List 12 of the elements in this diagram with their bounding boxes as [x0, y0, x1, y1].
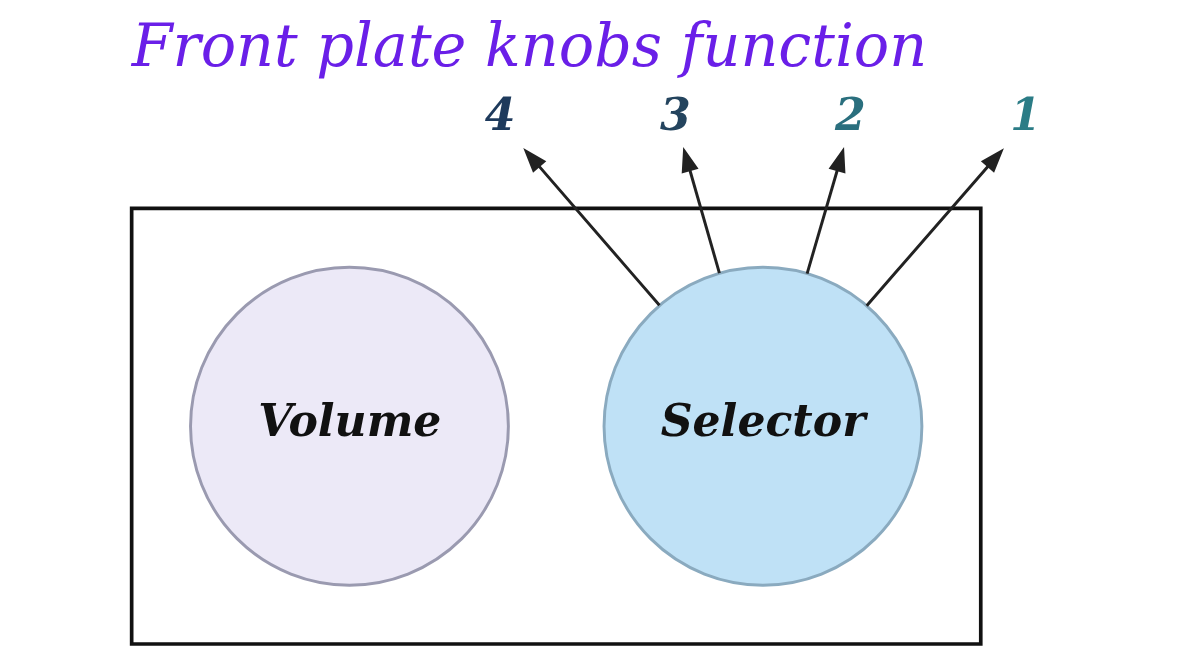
node-circle: Volume: [188, 265, 510, 587]
arrow: [805, 147, 845, 274]
arrow: [522, 148, 661, 307]
diagram-title: Front plate knobs function: [131, 10, 927, 80]
cluster: [129, 206, 983, 646]
arrow: [681, 146, 721, 274]
node-text: 1: [1009, 89, 1041, 141]
arrow: [865, 148, 1004, 307]
node-text: 2: [834, 89, 866, 141]
node-text: 4: [484, 89, 516, 141]
node-text: 3: [659, 89, 691, 141]
node-circle: Selector: [602, 265, 923, 587]
